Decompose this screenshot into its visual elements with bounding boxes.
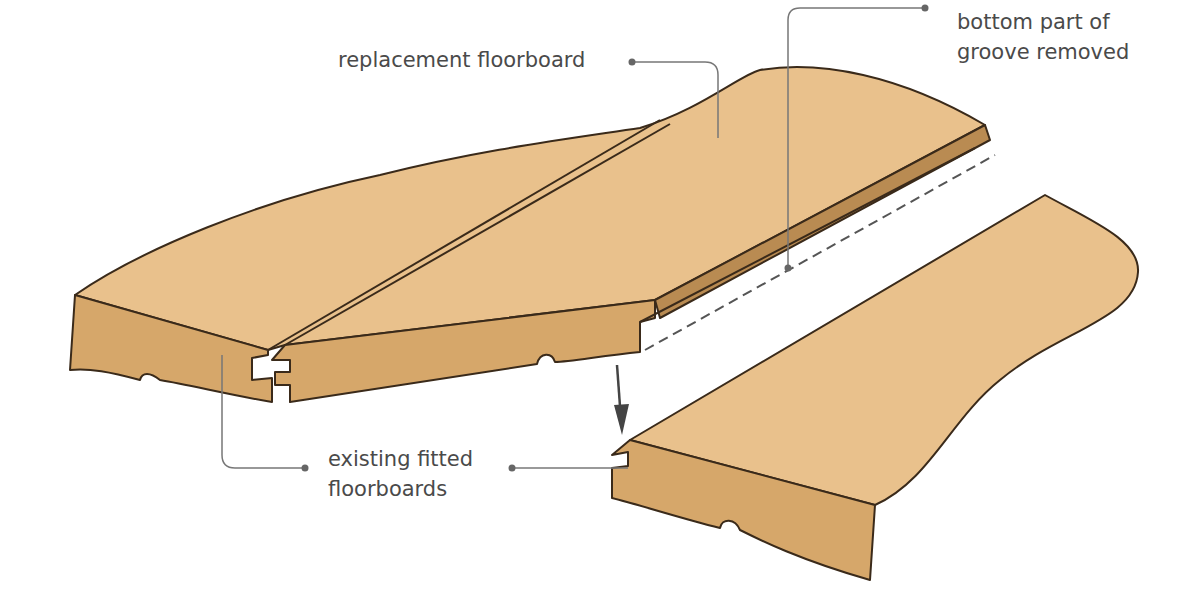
removed-outline bbox=[645, 155, 995, 350]
leader-dot bbox=[509, 465, 516, 472]
board-top-surface bbox=[630, 195, 1138, 505]
drop-arrow-head bbox=[614, 404, 629, 435]
board-seam bbox=[268, 120, 660, 350]
leader-dot bbox=[302, 465, 309, 472]
part-label: existing fitted floorboards bbox=[328, 444, 508, 504]
part-label: bottom part of groove removed bbox=[957, 7, 1157, 67]
leader-line bbox=[222, 355, 305, 468]
leader-line bbox=[788, 8, 925, 268]
leader-dot bbox=[629, 59, 636, 66]
leader-line bbox=[512, 467, 628, 469]
leader-line bbox=[632, 62, 718, 138]
leader-dot bbox=[922, 5, 929, 12]
board-end-face bbox=[70, 295, 272, 402]
board-end-face bbox=[612, 440, 875, 580]
part-label: replacement floorboard bbox=[338, 45, 628, 75]
board-seam bbox=[285, 124, 670, 345]
leader-dot bbox=[785, 265, 792, 272]
board-end-face bbox=[272, 300, 655, 402]
